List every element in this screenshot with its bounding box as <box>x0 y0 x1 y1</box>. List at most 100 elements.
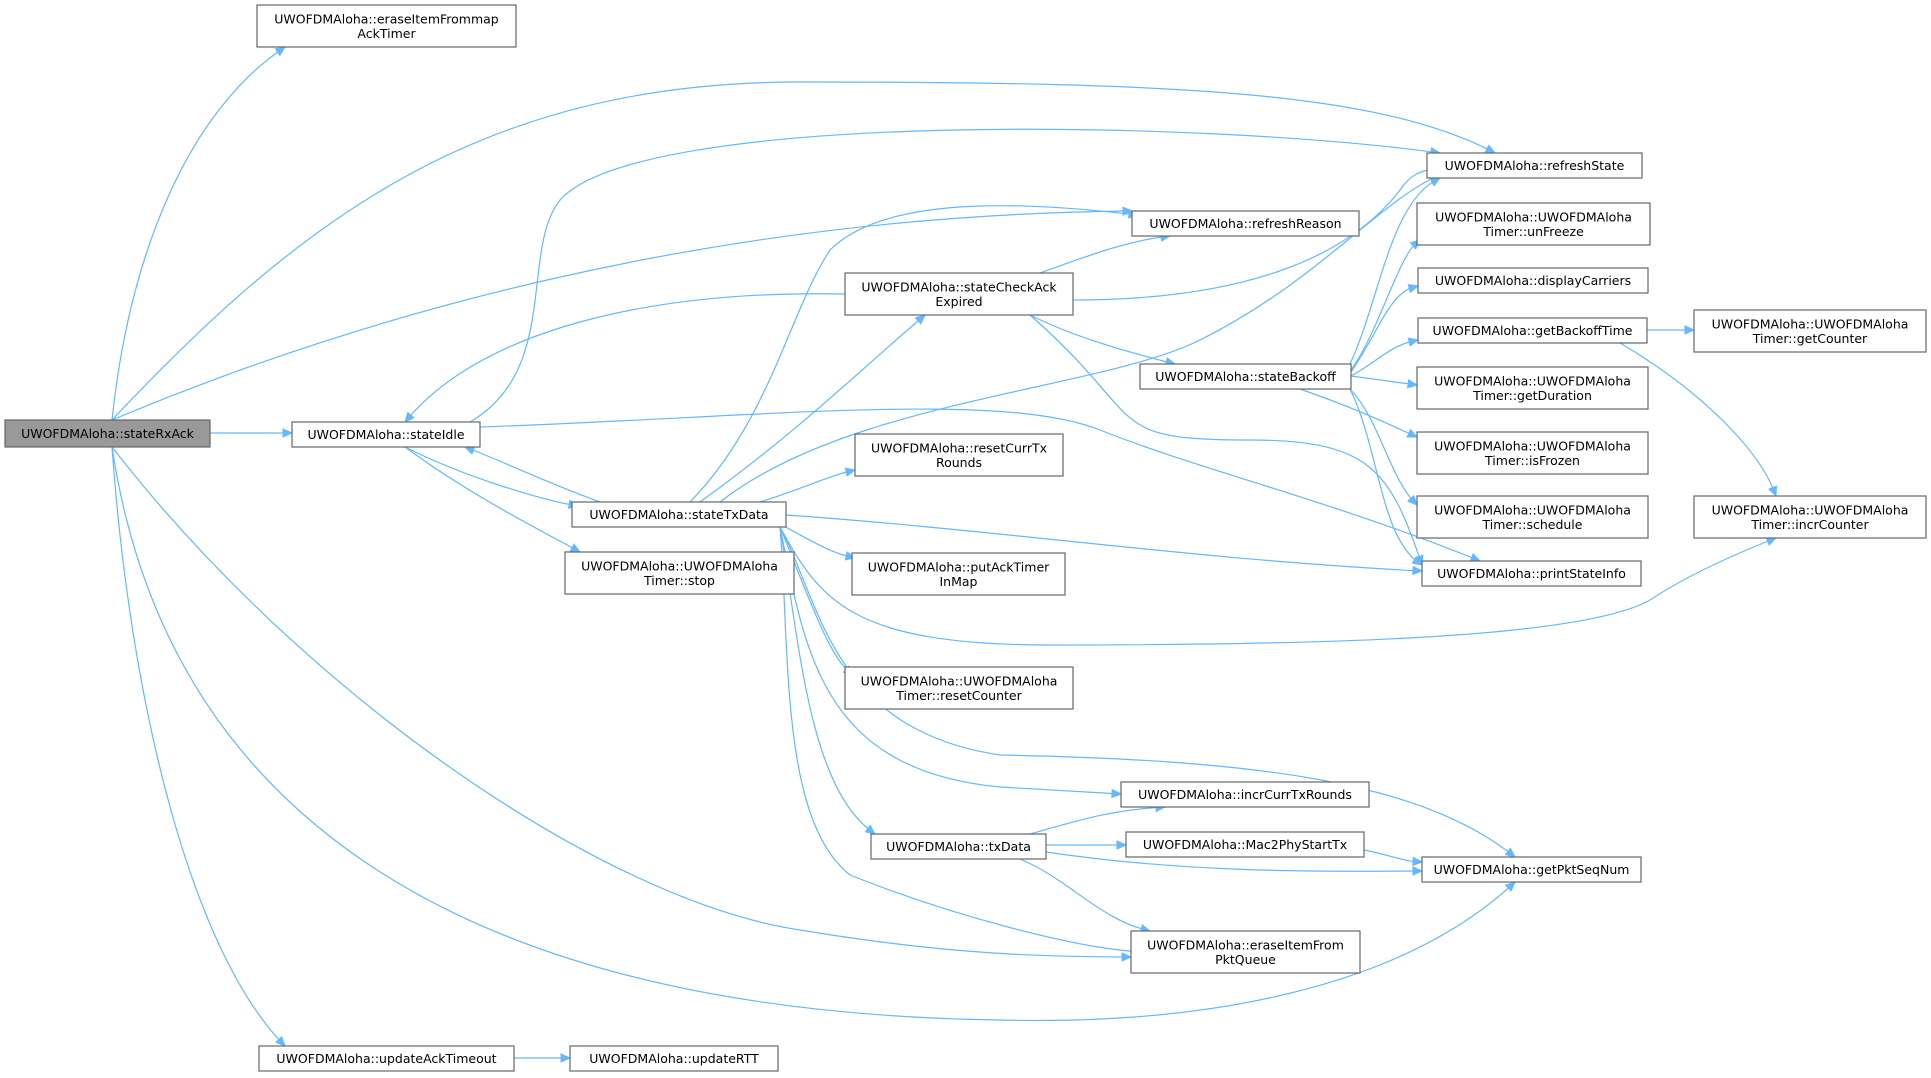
node-label: UWOFDMAloha::stateBackoff <box>1155 369 1336 384</box>
edge-stateRxAck-to-eraseItemPkt <box>111 446 1132 958</box>
edge-getBackoffTime-to-incrCounter <box>1619 342 1777 497</box>
edge-stateTxData-to-incrCurrTx <box>779 526 1122 795</box>
node-stateIdle[interactable]: UWOFDMAloha::stateIdle <box>291 421 481 448</box>
edge-stateBackoff-to-refreshState <box>1349 177 1441 365</box>
node-box-isFrozen <box>1416 431 1649 475</box>
node-refreshReason[interactable]: UWOFDMAloha::refreshReason <box>1131 210 1360 237</box>
node-label: Timer::stop <box>643 573 715 588</box>
node-label: InMap <box>940 574 978 589</box>
node-label: Timer::schedule <box>1482 517 1583 532</box>
node-label: PktQueue <box>1215 952 1276 967</box>
node-getDuration[interactable]: UWOFDMAloha::UWOFDMAlohaTimer::getDurati… <box>1416 366 1649 410</box>
node-box-stateRxAck <box>4 419 211 448</box>
node-getPktSeqNum[interactable]: UWOFDMAloha::getPktSeqNum <box>1421 856 1642 883</box>
edge-txData-to-eraseItemPkt <box>1019 858 1151 932</box>
node-label: UWOFDMAloha::updateAckTimeout <box>276 1051 496 1066</box>
node-stateTxData[interactable]: UWOFDMAloha::stateTxData <box>571 501 787 528</box>
node-label: UWOFDMAloha::refreshReason <box>1149 216 1341 231</box>
node-label: UWOFDMAloha::eraseItemFrommap <box>274 11 499 26</box>
node-box-txData <box>870 833 1047 860</box>
node-box-resetCurrTx <box>854 433 1064 477</box>
node-stateRxAck[interactable]: UWOFDMAloha::stateRxAck <box>4 419 211 448</box>
node-box-getBackoffTime <box>1417 317 1648 344</box>
arrowhead-getBackoffTime-to-incrCounter <box>1768 485 1777 498</box>
node-txData[interactable]: UWOFDMAloha::txData <box>870 833 1047 860</box>
node-stateBackoff[interactable]: UWOFDMAloha::stateBackoff <box>1139 363 1352 390</box>
edge-stateRxAck-to-getPktSeqNum <box>111 446 1516 1022</box>
arrowhead-stateIdle-to-timerStop <box>569 543 582 553</box>
node-box-eraseItemPkt <box>1130 930 1361 974</box>
node-incrCounter[interactable]: UWOFDMAloha::UWOFDMAlohaTimer::incrCount… <box>1693 495 1927 539</box>
edge-txData-to-incrCurrTx <box>1029 806 1166 835</box>
node-box-eraseItemMap <box>256 4 517 48</box>
node-label: UWOFDMAloha::resetCurrTx <box>871 440 1047 455</box>
node-box-stateTxData <box>571 501 787 528</box>
arrowhead-stateRxAck-to-stateIdle <box>282 428 294 438</box>
node-box-getPktSeqNum <box>1421 856 1642 883</box>
arrowhead-getBackoffTime-to-getCounter <box>1684 325 1696 335</box>
arrowhead-stateRxAck-to-refreshState <box>1484 144 1497 154</box>
node-label: UWOFDMAloha::displayCarriers <box>1435 273 1631 288</box>
arrowhead-stateBackoff-to-getBackoffTime <box>1407 337 1420 347</box>
node-label: UWOFDMAloha::getPktSeqNum <box>1434 862 1630 877</box>
node-displayCarriers[interactable]: UWOFDMAloha::displayCarriers <box>1417 267 1649 294</box>
edge-stateRxAck-to-eraseItemMap <box>111 46 286 421</box>
node-label: Timer::incrCounter <box>1750 517 1869 532</box>
edge-stateRxAck-to-updateAckTimeout <box>111 446 286 1047</box>
node-label: AckTimer <box>357 26 416 41</box>
node-label: UWOFDMAloha::UWOFDMAloha <box>1434 438 1631 453</box>
arrowhead-stateTxData-to-getPktSeqNum <box>1504 847 1516 858</box>
arrowhead-updateAckTimeout-to-updateRTT <box>560 1053 572 1063</box>
node-incrCurrTx[interactable]: UWOFDMAloha::incrCurrTxRounds <box>1120 781 1370 808</box>
node-printStateInfo[interactable]: UWOFDMAloha::printStateInfo <box>1421 560 1642 587</box>
node-updateAckTimeout[interactable]: UWOFDMAloha::updateAckTimeout <box>258 1045 515 1072</box>
edge-stateBackoff-to-isFrozen <box>1299 388 1418 438</box>
node-refreshState[interactable]: UWOFDMAloha::refreshState <box>1426 152 1643 179</box>
node-label: UWOFDMAloha::stateCheckAck <box>861 279 1057 294</box>
node-label: UWOFDMAloha::UWOFDMAloha <box>861 673 1058 688</box>
node-getCounter[interactable]: UWOFDMAloha::UWOFDMAlohaTimer::getCounte… <box>1693 309 1927 353</box>
arrowhead-stateBackoff-to-displayCarriers <box>1407 283 1420 294</box>
arrowhead-stateTxData-to-incrCurrTx <box>1111 788 1123 799</box>
node-box-incrCurrTx <box>1120 781 1370 808</box>
node-box-incrCounter <box>1693 495 1927 539</box>
edge-stateIdle-to-refreshState <box>469 128 1441 423</box>
node-label: UWOFDMAloha::stateRxAck <box>21 426 195 441</box>
arrowhead-stateBackoff-to-getDuration <box>1406 378 1419 389</box>
node-label: Timer::getDuration <box>1472 388 1592 403</box>
node-label: UWOFDMAloha::eraseItemFrom <box>1147 937 1344 952</box>
node-label: UWOFDMAloha::putAckTimer <box>868 559 1050 574</box>
node-label: UWOFDMAloha::UWOFDMAloha <box>1434 373 1631 388</box>
node-box-updateAckTimeout <box>258 1045 515 1072</box>
node-label: Rounds <box>936 455 982 470</box>
edge-stateRxAck-to-refreshReason <box>111 210 1133 421</box>
node-resetCounter[interactable]: UWOFDMAloha::UWOFDMAlohaTimer::resetCoun… <box>844 666 1074 710</box>
edge-stateBackoff-to-getDuration <box>1350 375 1418 386</box>
arrowhead-stateBackoff-to-printStateInfo <box>1411 555 1424 566</box>
edge-stateTxData-to-refreshReason <box>689 205 1139 503</box>
node-label: Timer::getCounter <box>1752 331 1868 346</box>
node-label: UWOFDMAloha::txData <box>886 839 1031 854</box>
node-box-schedule <box>1416 495 1649 539</box>
edge-stateTxData-to-getPktSeqNum <box>779 526 1516 858</box>
node-box-unFreeze <box>1416 202 1651 246</box>
node-box-updateRTT <box>569 1045 779 1072</box>
arrowhead-txData-to-getPktSeqNum <box>1412 866 1424 876</box>
node-label: UWOFDMAloha::stateTxData <box>589 507 768 522</box>
node-updateRTT[interactable]: UWOFDMAloha::updateRTT <box>569 1045 779 1072</box>
node-mac2Phy[interactable]: UWOFDMAloha::Mac2PhyStartTx <box>1125 831 1365 858</box>
node-box-printStateInfo <box>1421 560 1642 587</box>
arrowhead-stateBackoff-to-isFrozen <box>1406 428 1419 438</box>
edge-stateTxData-to-resetCurrTx <box>759 469 856 503</box>
node-getBackoffTime[interactable]: UWOFDMAloha::getBackoffTime <box>1417 317 1648 344</box>
node-label: Timer::isFrozen <box>1484 453 1580 468</box>
